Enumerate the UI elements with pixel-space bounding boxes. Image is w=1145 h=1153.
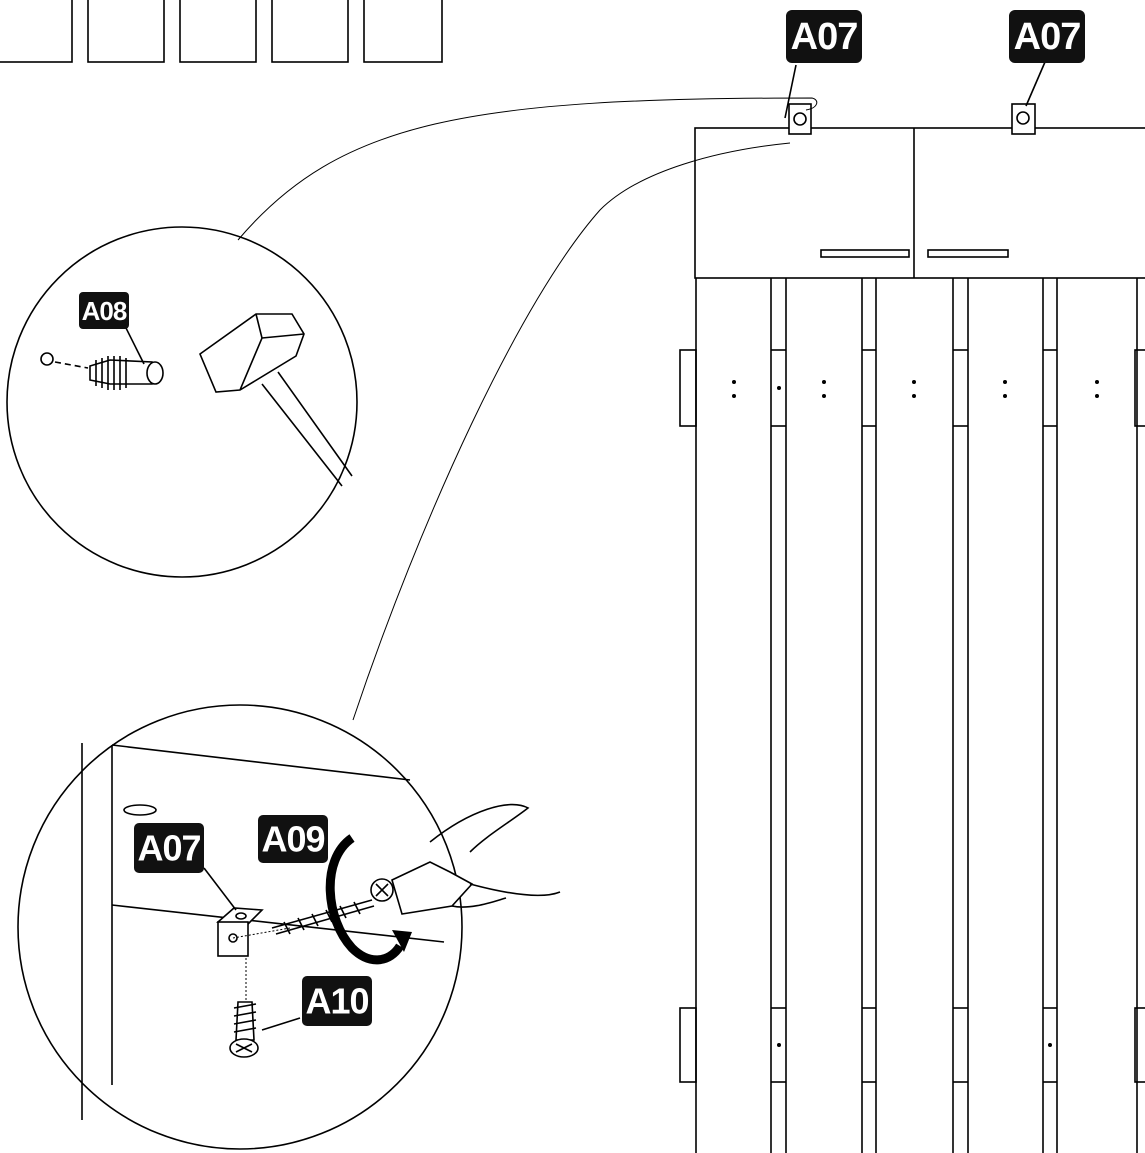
svg-text:A07: A07 bbox=[1014, 16, 1081, 58]
step-box bbox=[87, 0, 165, 63]
svg-text:A10: A10 bbox=[305, 981, 368, 1022]
detail-bracket-install bbox=[17, 704, 561, 1150]
hammer-icon bbox=[199, 313, 353, 487]
top-door-handle-right bbox=[927, 249, 1009, 258]
svg-text:A07: A07 bbox=[791, 16, 858, 58]
label-a09: A09 bbox=[258, 815, 328, 863]
step-box bbox=[179, 0, 257, 63]
step-box bbox=[0, 0, 73, 63]
angle-bracket-icon bbox=[1011, 103, 1036, 135]
step-box bbox=[271, 0, 349, 63]
wardrobe bbox=[679, 61, 1145, 1153]
rotation-arrow-icon bbox=[325, 834, 412, 965]
wall-plug-icon bbox=[89, 356, 164, 390]
label-a07-detail: A07 bbox=[134, 823, 204, 873]
detail-wall-plug bbox=[6, 226, 358, 578]
door-knobs bbox=[732, 380, 1099, 1047]
callout-leader-upper bbox=[237, 97, 818, 241]
top-cabinet bbox=[694, 127, 1145, 279]
label-a07-left: A07 bbox=[786, 10, 862, 63]
label-a10: A10 bbox=[302, 976, 372, 1026]
top-door-handle-left bbox=[820, 249, 910, 258]
svg-text:A08: A08 bbox=[82, 296, 127, 326]
callout-leader-lower bbox=[352, 142, 791, 721]
svg-text:A07: A07 bbox=[137, 828, 200, 869]
svg-text:A09: A09 bbox=[261, 819, 324, 860]
step-checkbox-row bbox=[0, 0, 443, 63]
angle-bracket-icon bbox=[788, 103, 812, 135]
label-a07-right: A07 bbox=[1009, 10, 1085, 63]
screw-icon bbox=[229, 1001, 259, 1058]
step-box bbox=[363, 0, 443, 63]
screwdriver-icon bbox=[271, 803, 561, 935]
drill-hole-icon bbox=[40, 352, 54, 366]
angle-bracket-icon bbox=[216, 907, 264, 957]
label-a08: A08 bbox=[79, 292, 129, 329]
